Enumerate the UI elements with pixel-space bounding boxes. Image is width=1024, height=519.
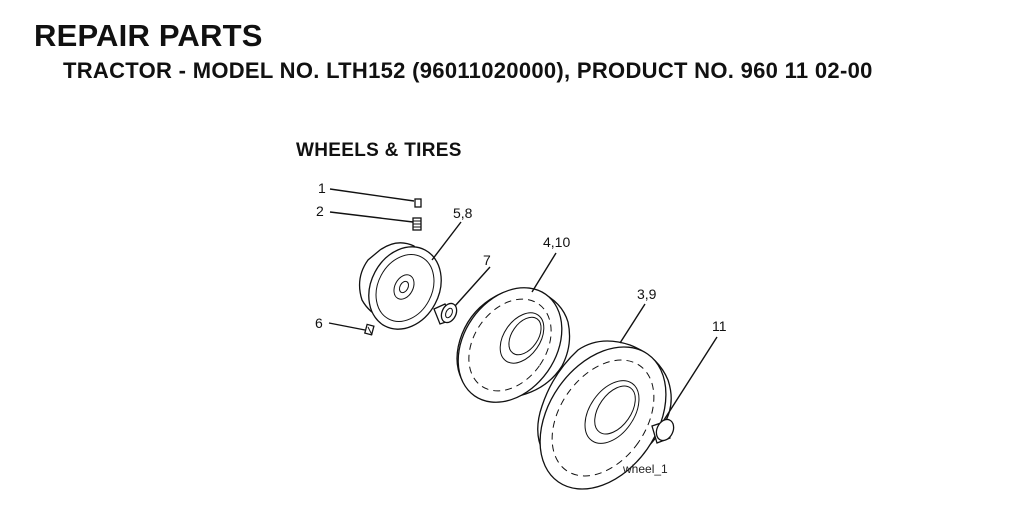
hub-cap [651, 418, 675, 444]
wheel-rim [358, 242, 442, 330]
valve-stem [412, 217, 422, 231]
rear-tire [537, 340, 672, 490]
section-title: WHEELS & TIRES [296, 140, 462, 161]
callout-3-9: 3,9 [637, 286, 657, 302]
valve-cap [414, 198, 422, 208]
leader-lines [328, 188, 718, 421]
page-title: REPAIR PARTS [34, 18, 263, 53]
callout-6: 6 [315, 315, 323, 331]
front-tire [456, 287, 571, 403]
callout-1: 1 [318, 180, 326, 196]
grease-fitting [364, 323, 375, 336]
page-subtitle: TRACTOR - MODEL NO. LTH152 (96011020000)… [63, 58, 873, 83]
callout-5-8: 5,8 [453, 205, 473, 221]
figure-id: wheel_1 [622, 462, 668, 476]
wheel-bushing [433, 302, 458, 325]
callout-7: 7 [483, 252, 491, 268]
callout-4-10: 4,10 [543, 234, 570, 250]
callout-2: 2 [316, 203, 324, 219]
callout-11: 11 [712, 318, 727, 334]
